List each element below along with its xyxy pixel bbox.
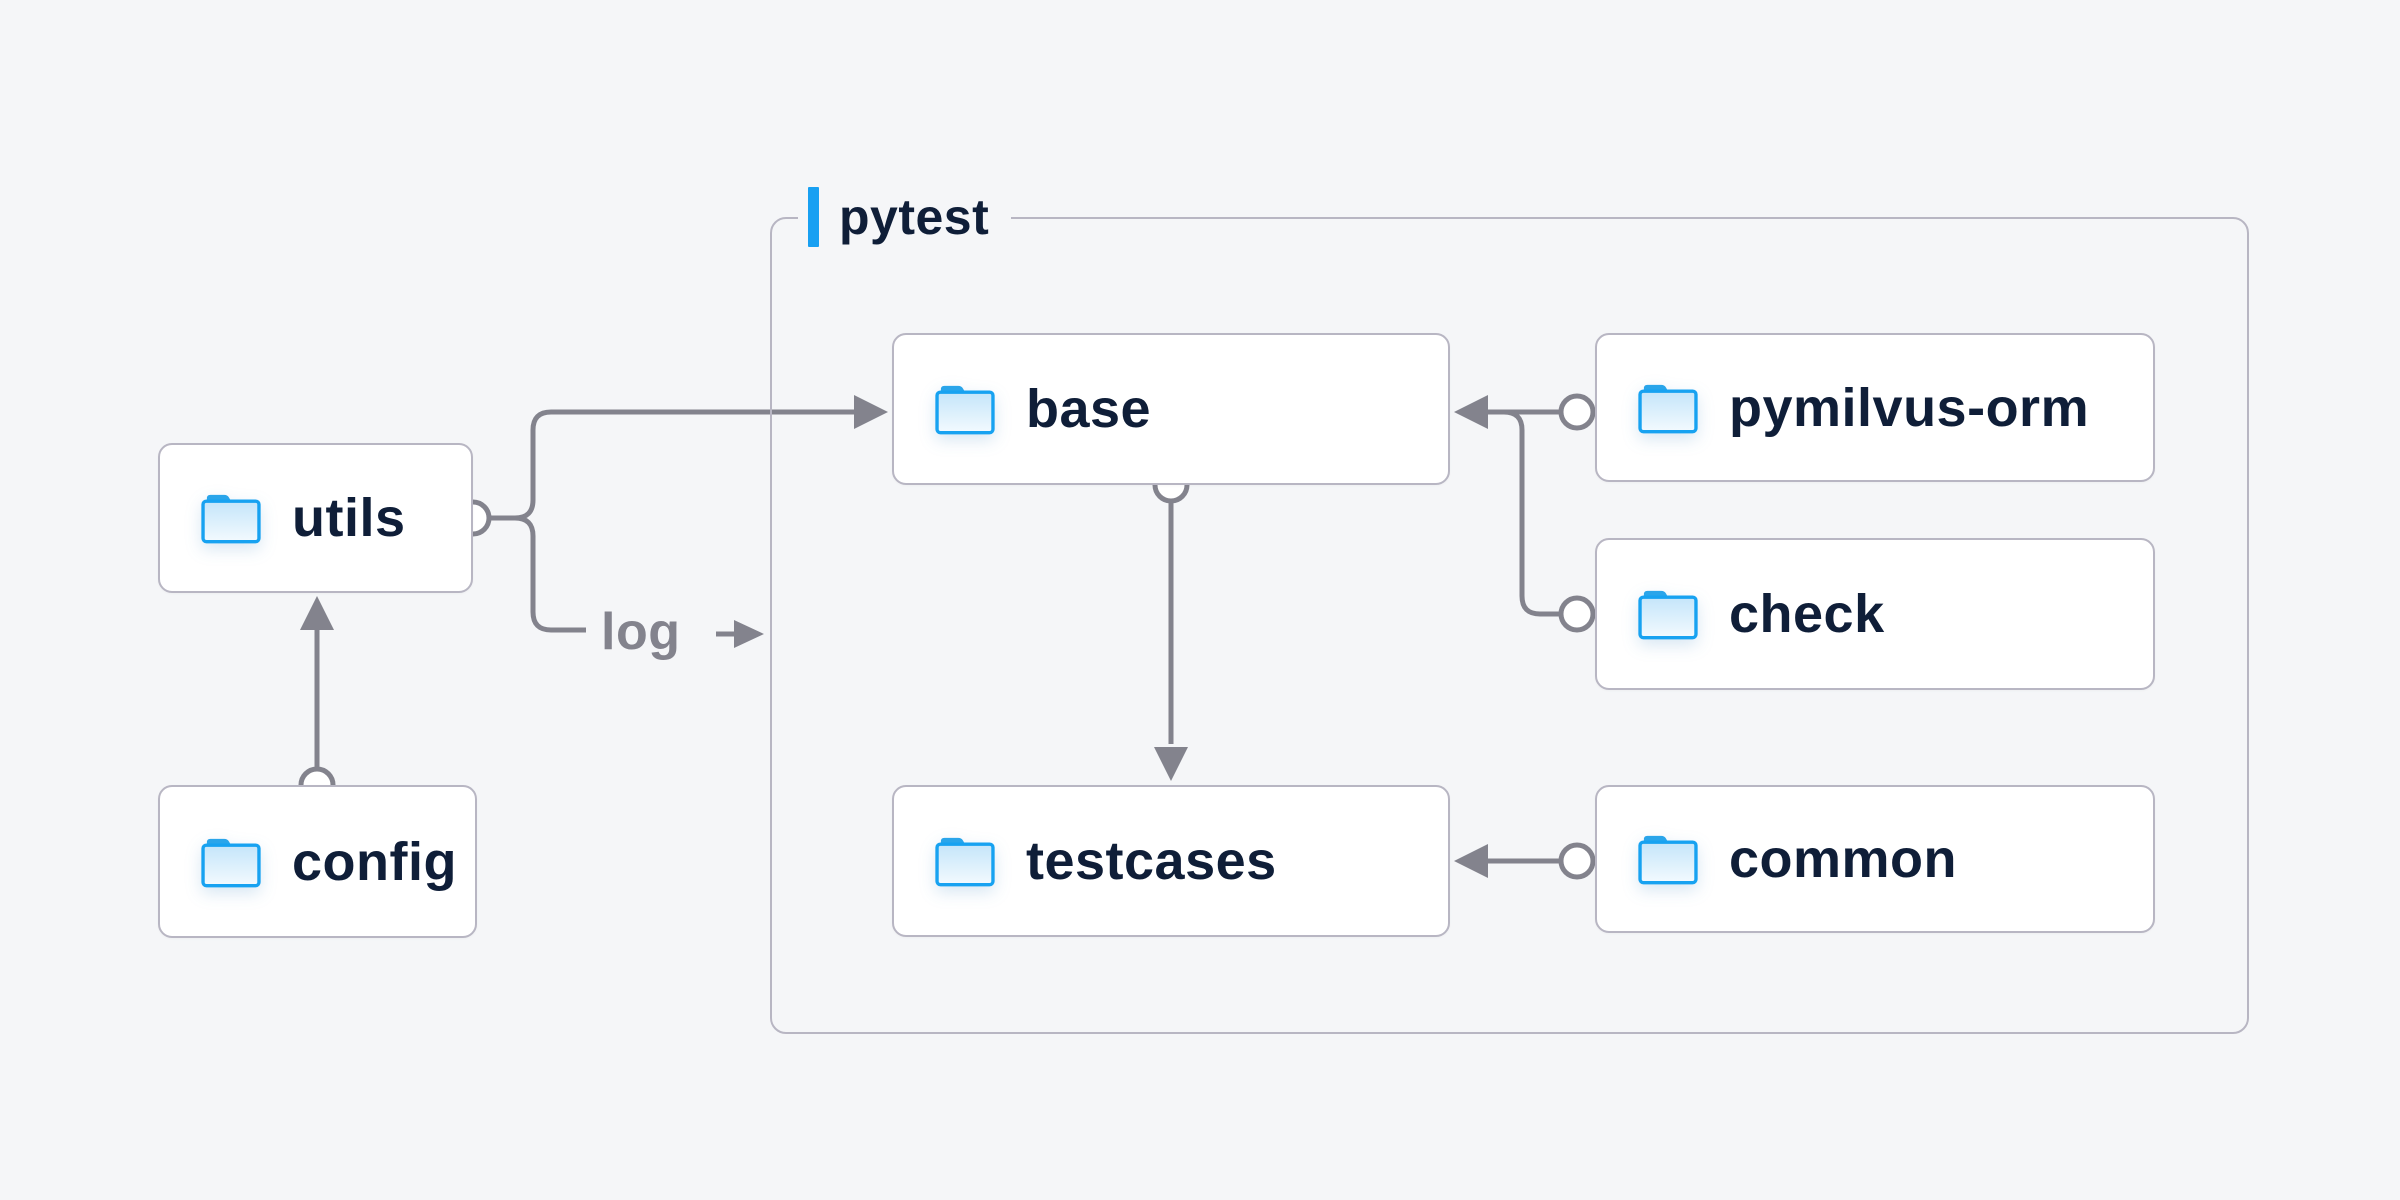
node-utils: utils: [158, 443, 473, 593]
node-pymilvus-orm-label: pymilvus-orm: [1729, 377, 2090, 438]
accent-bar-icon: [808, 187, 819, 247]
log-edge-label: log: [601, 603, 681, 661]
pytest-group-label-text: pytest: [839, 189, 990, 245]
node-check-label: check: [1729, 584, 1885, 644]
node-config-label: config: [292, 831, 457, 892]
folder-icon: [201, 494, 261, 544]
node-check: check: [1595, 538, 2155, 690]
pytest-group-container: [770, 217, 2249, 1034]
folder-icon: [1638, 835, 1698, 885]
node-testcases: testcases: [892, 785, 1450, 937]
folder-icon: [935, 385, 995, 435]
folder-icon: [1638, 590, 1698, 640]
node-common-label: common: [1729, 829, 1958, 889]
edge-config-to-utils: [298, 596, 336, 804]
folder-icon: [1638, 384, 1698, 433]
node-pymilvus-orm: pymilvus-orm: [1595, 333, 2155, 482]
node-base-label: base: [1026, 379, 1152, 439]
edge-utils-to-log: [514, 515, 586, 633]
edge-check-to-base: [1480, 409, 1596, 633]
node-utils-label: utils: [292, 488, 406, 548]
log-arrow-icon: [716, 620, 764, 648]
edge-common-to-testcases: [1454, 842, 1596, 880]
node-config: config: [158, 785, 477, 938]
node-base: base: [892, 333, 1450, 485]
node-testcases-label: testcases: [1026, 831, 1277, 891]
pytest-group-label: pytest: [798, 184, 1012, 250]
folder-icon: [935, 837, 995, 887]
folder-icon: [201, 838, 261, 887]
node-common: common: [1595, 785, 2155, 933]
